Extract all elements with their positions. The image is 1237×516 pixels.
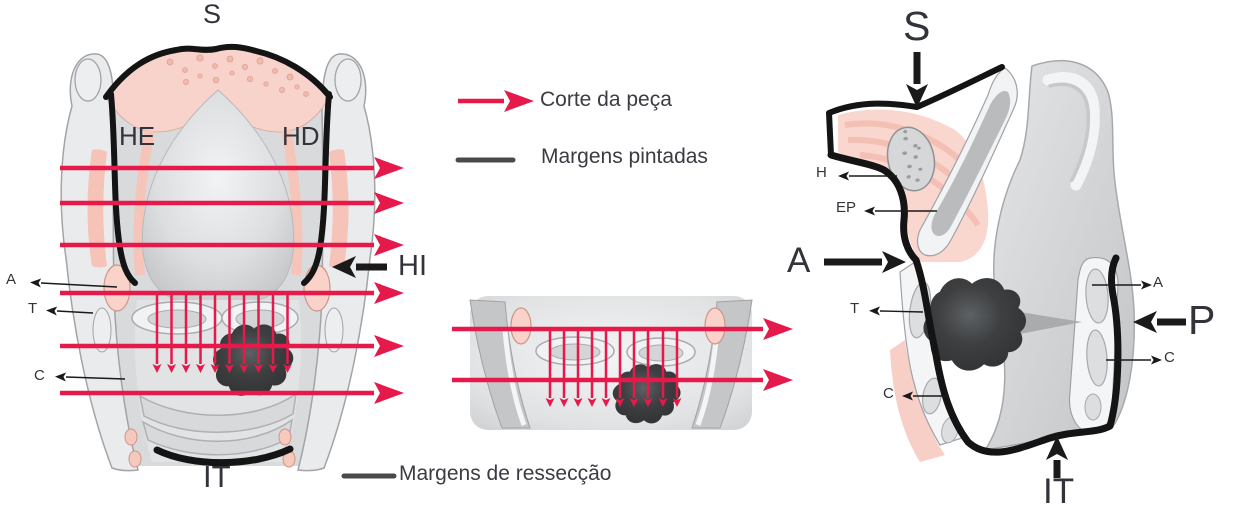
- label-arytenoid-sagittal: A: [1153, 274, 1164, 291]
- label-thyroid-coronal: T: [28, 300, 38, 317]
- label-superior-sagittal: S: [903, 3, 931, 49]
- label-thyroid-sagittal: T: [850, 300, 860, 317]
- label-inferior-coronal: IT: [203, 459, 231, 494]
- label-cricoid-coronal: C: [34, 367, 45, 384]
- label-arytenoid-coronal: A: [6, 271, 17, 288]
- tumor-sagittal: [923, 278, 1026, 371]
- legend-painted-label: Margens pintadas: [541, 145, 708, 168]
- sagittal-figure: [824, 52, 1186, 478]
- leader-arrows-coronal: [30, 278, 126, 382]
- label-hemilarynx-inferior: HI: [398, 250, 427, 282]
- painted-margins-coronal: [103, 43, 333, 467]
- label-anterior: A: [787, 241, 811, 280]
- label-hemilarynx-right: HD: [282, 121, 320, 151]
- label-superior-coronal: S: [203, 0, 222, 29]
- label-hemilarynx-left: HE: [119, 121, 156, 151]
- label-hyoid: H: [816, 164, 827, 181]
- label-posterior: P: [1188, 297, 1216, 343]
- legend-resection-label: Margens de ressecção: [399, 462, 612, 485]
- label-cricoid-posterior: C: [1164, 349, 1175, 366]
- label-inferior-sagittal: IT: [1043, 472, 1075, 511]
- legend-cut-label: Corte da peça: [540, 88, 672, 111]
- cut-arrows-inset: [452, 318, 793, 391]
- label-epiglottis: EP: [836, 199, 857, 216]
- leader-arrows-sagittal: [838, 171, 1162, 401]
- label-cricoid-anterior: C: [883, 385, 894, 402]
- cut-arrows-coronal: [60, 157, 404, 404]
- vertical-cut-arrows-coronal: [152, 293, 292, 373]
- vertical-cut-arrows-inset: [545, 329, 682, 407]
- legend-icons: [341, 90, 534, 479]
- orientation-arrows-sagittal: [824, 52, 1186, 478]
- coronal-figure: [30, 43, 404, 472]
- glottis-inset-figure: [452, 296, 793, 430]
- hyoid: [886, 126, 936, 192]
